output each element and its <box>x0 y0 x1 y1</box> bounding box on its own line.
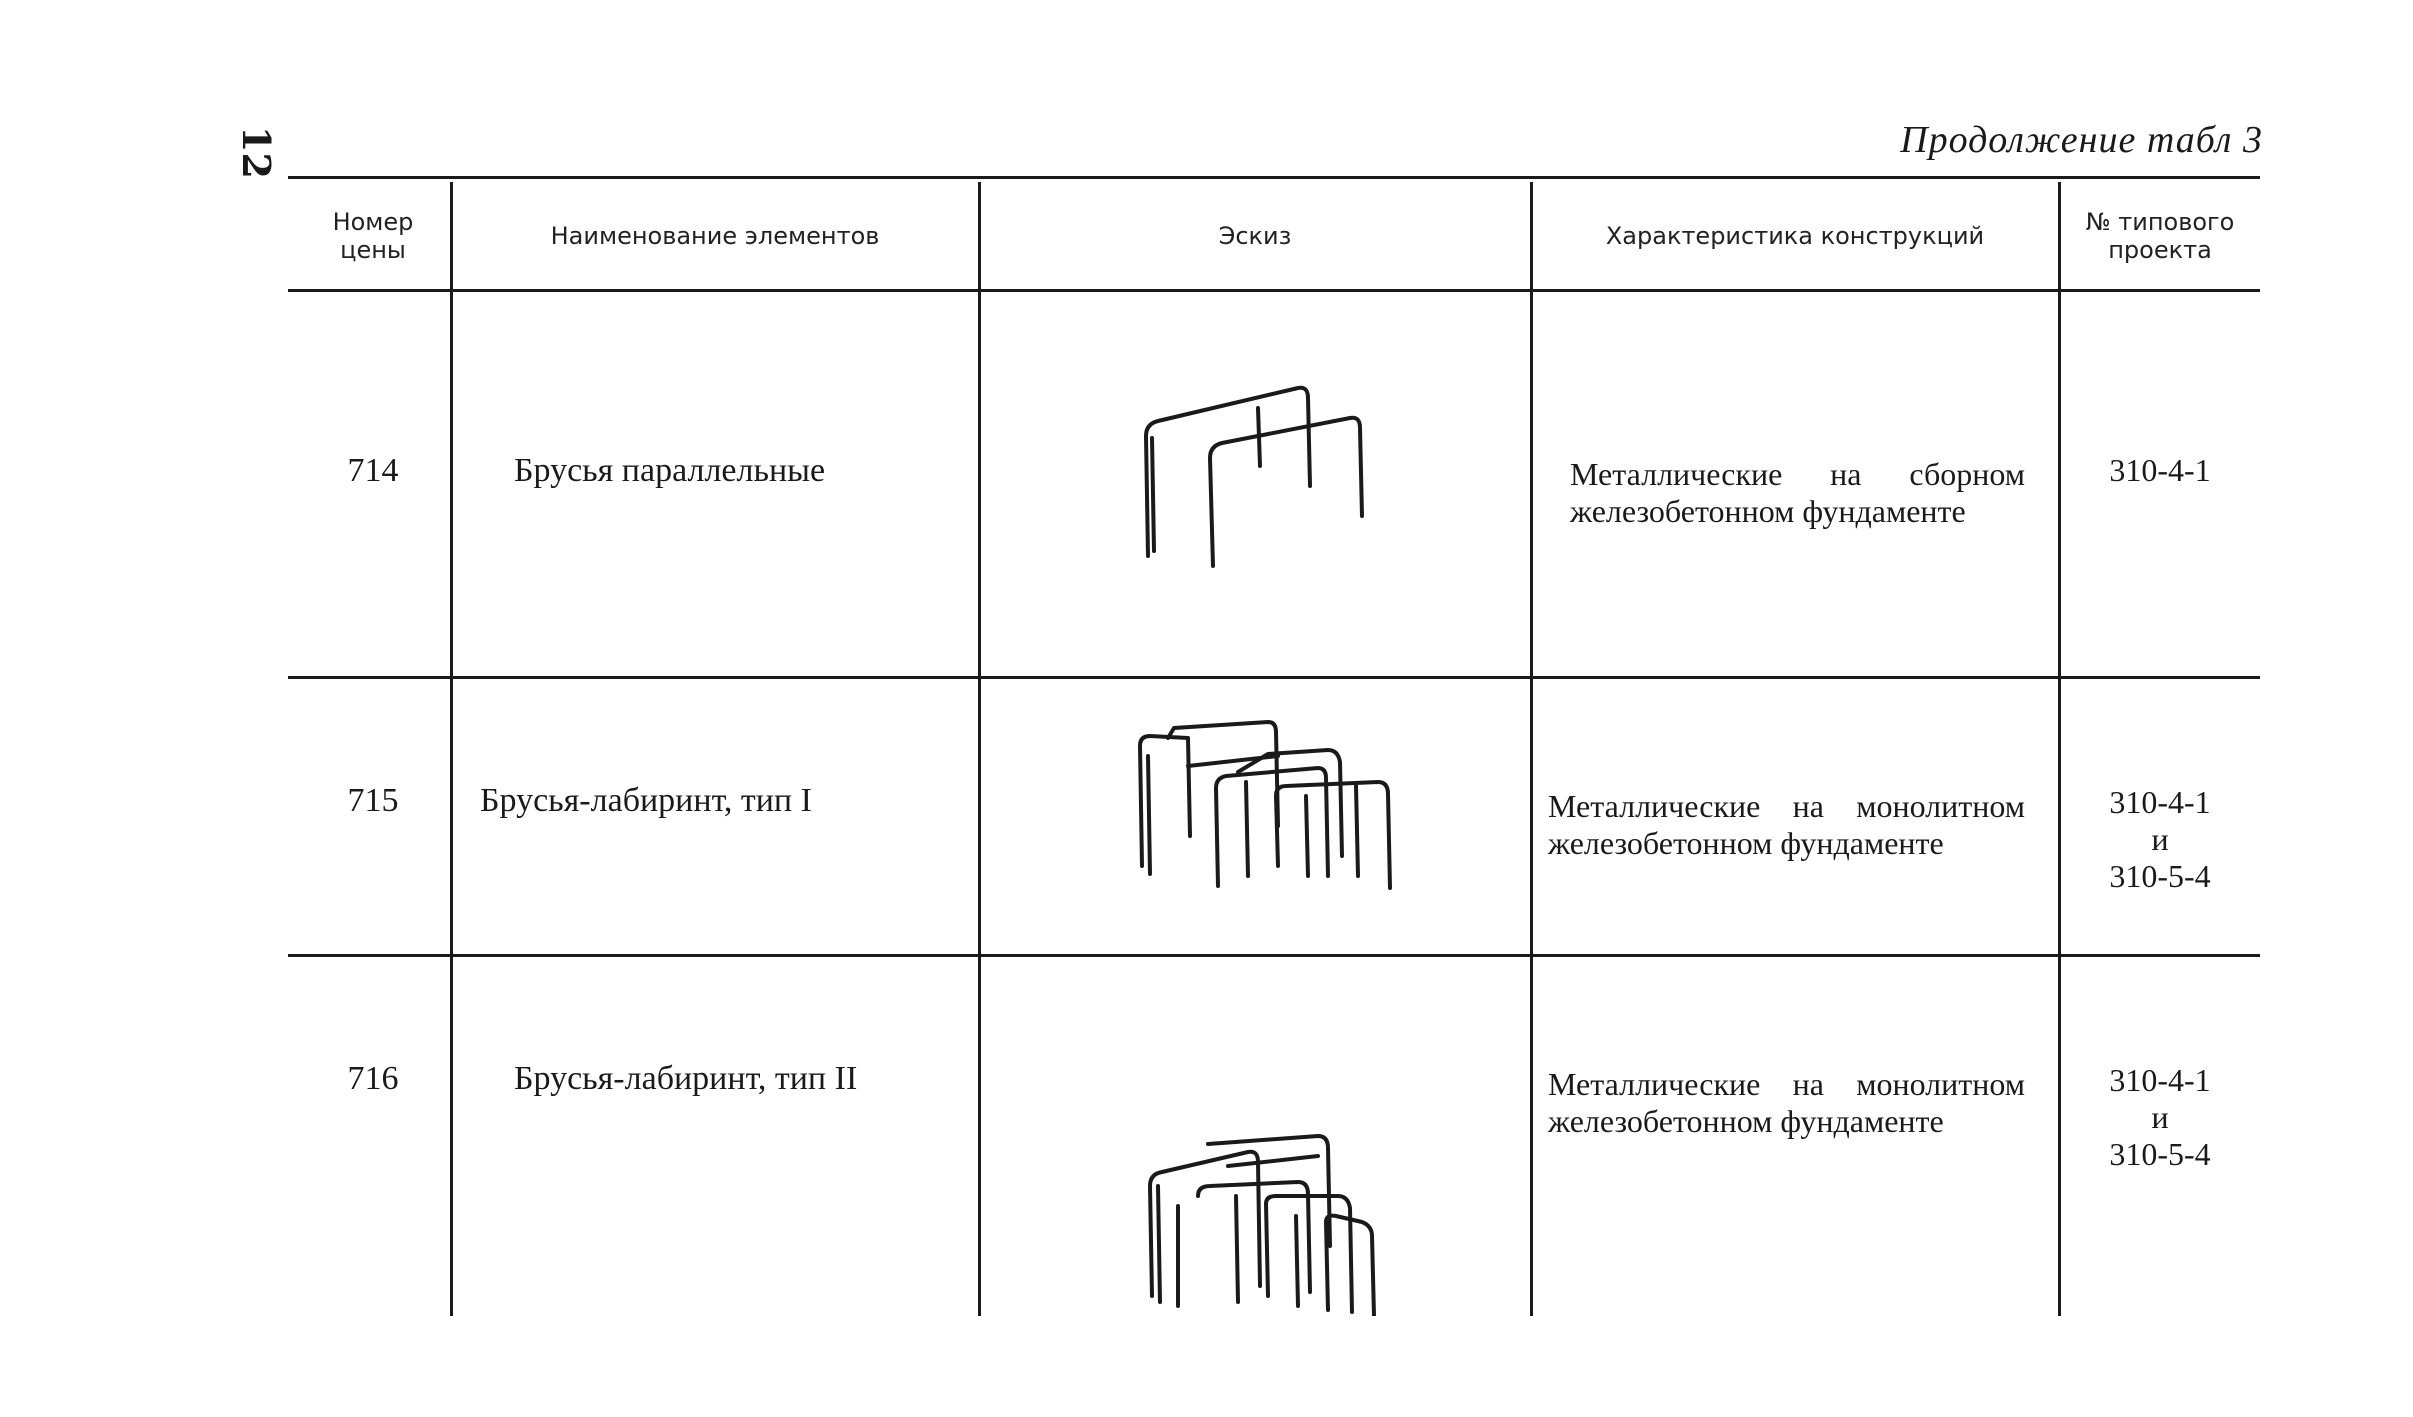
row-element-name: Брусья-лабиринт, тип II <box>514 1060 858 1097</box>
labyrinth-bars-type1-sketch-icon <box>1138 720 1392 890</box>
row-characteristic: Металлические на монолитном железобетонн… <box>1548 1066 2025 1139</box>
project-number-line: и <box>2151 1098 2169 1135</box>
row-characteristic: Металлические на монолитном железобетонн… <box>1548 788 2025 861</box>
column-header-number: Номер цены <box>298 190 448 284</box>
project-number-line: 310-5-4 <box>2109 857 2211 894</box>
row-separator <box>288 676 2260 679</box>
price-table: Номер цены Наименование элементов Эскиз … <box>288 176 2260 1316</box>
column-divider <box>450 182 453 1316</box>
table-top-rule <box>288 176 2260 179</box>
page-number: 12 <box>233 126 279 179</box>
project-number-line: 310-4-1 <box>2109 452 2211 488</box>
row-price-number: 714 <box>347 452 399 489</box>
column-header-label: № типового проекта <box>2085 208 2235 264</box>
column-divider <box>978 182 981 1316</box>
column-header-characteristic: Характеристика конструкций <box>1534 190 2056 284</box>
project-number-line: 310-5-4 <box>2109 1135 2211 1172</box>
labyrinth-bars-type2-sketch-icon <box>1148 1134 1376 1316</box>
row-price-number: 716 <box>347 1060 399 1097</box>
column-divider <box>2058 182 2061 1316</box>
row-separator <box>288 954 2260 957</box>
column-header-name: Наименование элементов <box>454 190 976 284</box>
table-continuation-caption: Продолжение табл 3 <box>1900 119 2263 161</box>
column-header-label: Наименование элементов <box>550 222 880 251</box>
column-header-sketch: Эскиз <box>982 190 1528 284</box>
row-project-number: 310-4-1 и 310-5-4 <box>2062 784 2258 894</box>
column-divider <box>1530 182 1533 1316</box>
row-element-name: Брусья-лабиринт, тип I <box>480 782 812 819</box>
project-number-line: 310-4-1 <box>2109 784 2211 820</box>
column-header-label: Номер цены <box>332 208 414 264</box>
parallel-bars-sketch-icon <box>1144 385 1364 568</box>
row-project-number: 310-4-1 <box>2062 452 2258 489</box>
row-element-name: Брусья параллельные <box>514 452 826 489</box>
header-bottom-rule <box>288 289 2260 292</box>
column-header-label: Характеристика конструкций <box>1605 222 1985 251</box>
project-number-line: 310-4-1 <box>2109 1062 2211 1098</box>
row-price-number: 715 <box>347 782 399 819</box>
column-header-project: № типового проекта <box>2062 190 2258 284</box>
project-number-line: и <box>2151 820 2169 857</box>
column-header-label: Эскиз <box>1218 222 1292 251</box>
row-project-number: 310-4-1 и 310-5-4 <box>2062 1062 2258 1172</box>
row-characteristic: Металлические на сборном железобетонном … <box>1570 456 2025 529</box>
